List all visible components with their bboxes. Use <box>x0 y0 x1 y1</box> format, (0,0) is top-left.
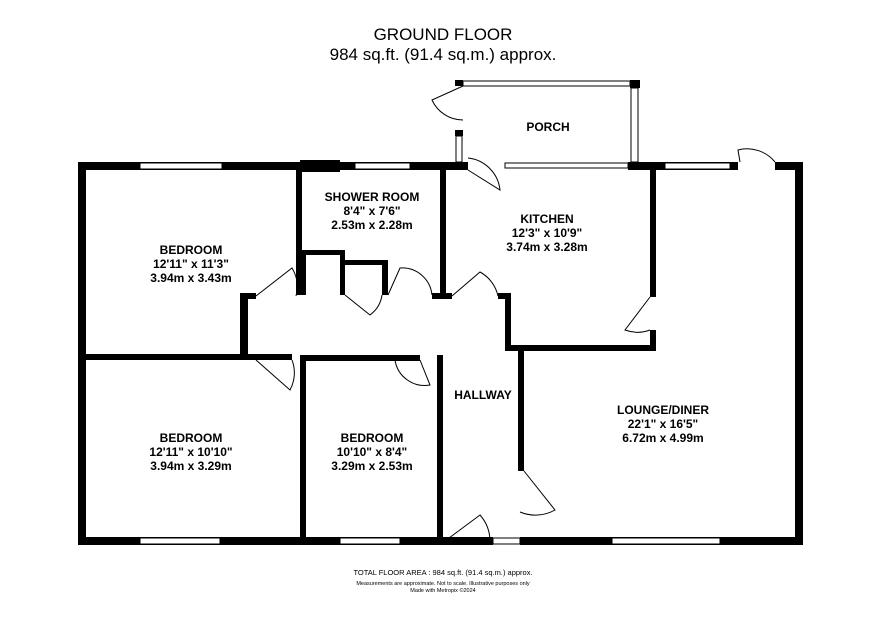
windows <box>139 80 731 545</box>
total-floor-area: TOTAL FLOOR AREA : 984 sq.ft. (91.4 sq.m… <box>353 568 532 577</box>
floor-area: 984 sq.ft. (91.4 sq.m.) approx. <box>330 45 557 64</box>
bedroom-3-metric: 3.29m x 2.53m <box>331 459 412 473</box>
kitchen-imperial: 12'3" x 10'9" <box>512 226 582 240</box>
disclaimer: Measurements are approximate. Not to sca… <box>356 581 530 587</box>
walls <box>78 80 803 545</box>
bedroom-1-label: BEDROOM <box>160 243 223 257</box>
kitchen-label: KITCHEN <box>520 212 573 226</box>
bedroom-2-label: BEDROOM <box>160 431 223 445</box>
lounge-diner-imperial: 22'1" x 16'5" <box>628 417 698 431</box>
bedroom-2-metric: 3.94m x 3.29m <box>150 459 231 473</box>
shower-room-metric: 2.53m x 2.28m <box>331 218 412 232</box>
porch-label: PORCH <box>526 120 569 134</box>
kitchen-metric: 3.74m x 3.28m <box>506 240 587 254</box>
floor-title: GROUND FLOOR <box>374 25 513 44</box>
hallway-label: HALLWAY <box>454 388 512 402</box>
doors <box>255 85 776 542</box>
lounge-diner-label: LOUNGE/DINER <box>617 403 709 417</box>
lounge-diner-metric: 6.72m x 4.99m <box>622 431 703 445</box>
bedroom-3-label: BEDROOM <box>341 431 404 445</box>
bedroom-1-metric: 3.94m x 3.43m <box>150 271 231 285</box>
credit: Made with Metropix ©2024 <box>410 587 476 594</box>
room-labels: PORCH SHOWER ROOM 8'4" x 7'6" 2.53m x 2.… <box>149 120 709 473</box>
shower-room-label: SHOWER ROOM <box>325 190 420 204</box>
bedroom-1-imperial: 12'11" x 11'3" <box>153 257 229 271</box>
bedroom-3-imperial: 10'10" x 8'4" <box>337 445 407 459</box>
shower-room-imperial: 8'4" x 7'6" <box>343 204 400 218</box>
bedroom-2-imperial: 12'11" x 10'10" <box>149 445 232 459</box>
